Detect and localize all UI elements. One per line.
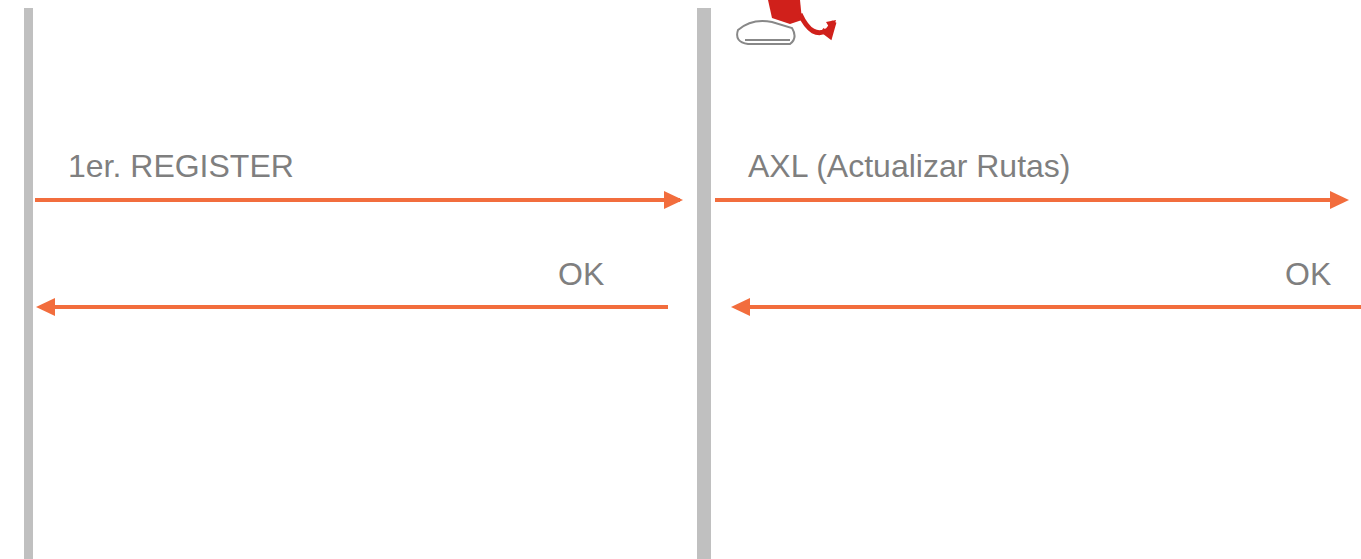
message-label: 1er. REGISTER	[68, 147, 294, 185]
lifeline	[697, 8, 711, 559]
message-arrow	[736, 305, 1361, 309]
lifeline	[24, 8, 33, 559]
arrow-head	[36, 298, 55, 316]
devil-illustration	[737, 0, 836, 44]
arrow-head	[731, 298, 750, 316]
message-label: OK	[558, 255, 604, 293]
message-label: AXL (Actualizar Rutas)	[748, 147, 1070, 185]
message-label: OK	[1285, 255, 1331, 293]
arrow-head	[1330, 191, 1349, 209]
message-arrow	[40, 305, 668, 309]
message-arrow	[715, 198, 1345, 202]
arrow-head	[664, 191, 683, 209]
message-arrow	[35, 198, 680, 202]
